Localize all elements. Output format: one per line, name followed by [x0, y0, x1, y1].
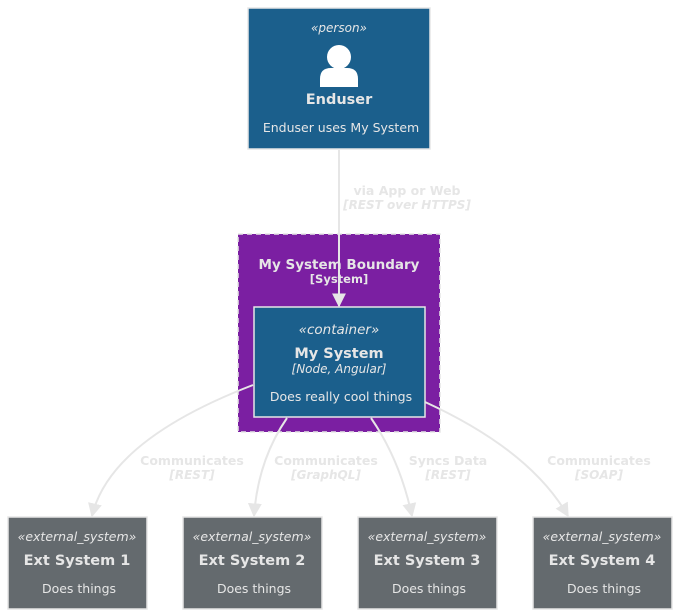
relation-label-0: via App or Web: [353, 183, 460, 198]
external-system-name: Ext System 3: [374, 553, 481, 569]
external-system-description: Does things: [392, 581, 466, 596]
external-system-description: Does things: [217, 581, 291, 596]
person-name: Enduser: [306, 92, 373, 108]
external-system-stereotype: «external_system»: [193, 529, 312, 544]
external-system-stereotype: «external_system»: [368, 529, 487, 544]
external-system-stereotype: «external_system»: [543, 529, 662, 544]
external-system-1[interactable]: «external_system» Ext System 1 Does thin…: [7, 516, 148, 610]
edge-container-to-ext4: [424, 401, 569, 518]
relation-tech-4: [SOAP]: [574, 468, 623, 482]
container-stereotype: «container»: [299, 322, 380, 338]
container-name: My System: [294, 346, 383, 362]
relation-tech-2: [GraphQL]: [290, 468, 361, 482]
external-system-name: Ext System 4: [549, 553, 656, 569]
container-description: Does really cool things: [270, 389, 412, 404]
relation-tech-0: [REST over HTTPS]: [342, 198, 471, 212]
relation-tech-3: [REST]: [424, 468, 471, 482]
external-system-description: Does things: [42, 581, 116, 596]
edge-container-to-ext2: [247, 417, 288, 518]
person-icon: [320, 45, 358, 87]
relation-label-4: Communicates: [547, 453, 651, 468]
edge-container-to-ext1: [88, 384, 254, 518]
relation-tech-1: [REST]: [168, 468, 215, 482]
external-system-name: Ext System 2: [199, 553, 306, 569]
container-tech: [Node, Angular]: [292, 362, 387, 376]
edges: [88, 150, 569, 518]
external-system-4[interactable]: «external_system» Ext System 4 Does thin…: [532, 516, 673, 610]
relation-label-2: Communicates: [274, 453, 378, 468]
relation-labels: via App or Web [REST over HTTPS] Communi…: [140, 183, 651, 482]
external-system-name: Ext System 1: [24, 553, 131, 569]
person-stereotype: «person»: [311, 21, 367, 35]
container-node[interactable]: «container» My System [Node, Angular] Do…: [253, 306, 426, 418]
edge-container-to-ext3: [370, 417, 417, 518]
person-node[interactable]: «person» Enduser Enduser uses My System: [247, 7, 431, 150]
external-system-2[interactable]: «external_system» Ext System 2 Does thin…: [182, 516, 323, 610]
person-description: Enduser uses My System: [263, 120, 419, 135]
external-system-description: Does things: [567, 581, 641, 596]
relation-label-3: Syncs Data: [409, 453, 487, 468]
external-system-3[interactable]: «external_system» Ext System 3 Does thin…: [357, 516, 498, 610]
relation-label-1: Communicates: [140, 453, 244, 468]
external-system-stereotype: «external_system»: [18, 529, 137, 544]
